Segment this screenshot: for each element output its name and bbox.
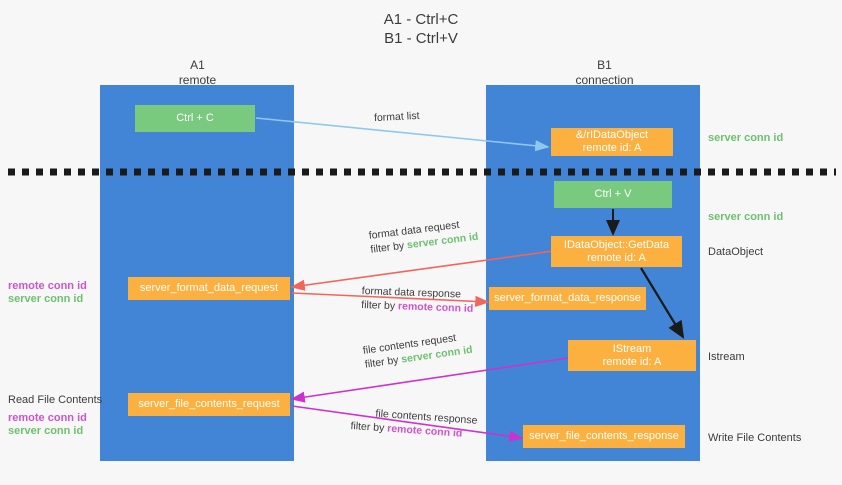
- filter-prefix: filter by: [350, 419, 388, 435]
- flow-label-format-data-response: format data response filter by remote co…: [361, 284, 474, 316]
- arrow-file-contents-response: [291, 405, 524, 442]
- box-ctrl-c[interactable]: Ctrl + C: [135, 105, 255, 132]
- arrow-format-data-request: [290, 250, 554, 291]
- caption-write-file-contents: Write File Contents: [708, 432, 802, 444]
- flow-label-format-list: format list: [374, 109, 420, 125]
- arrow-format-list: [255, 117, 550, 152]
- box-ctrl-v[interactable]: Ctrl + V: [554, 181, 672, 208]
- caption-dataobject: DataObject: [708, 246, 764, 258]
- box-idataobject-getdata[interactable]: IDataObject::GetData remote id: A: [551, 236, 682, 267]
- caption-server-conn-id-2: server conn id: [8, 425, 84, 437]
- box-server-format-data-request[interactable]: server_format_data_request: [128, 277, 290, 300]
- page-title: A1 - Ctrl+C B1 - Ctrl+V: [0, 10, 842, 48]
- caption-read-file-contents: Read File Contents: [8, 394, 103, 406]
- caption-remote-conn-id-2: remote conn id: [8, 412, 87, 424]
- column-header-right: B1 connection: [527, 58, 682, 88]
- column-left-name: A1: [190, 58, 205, 72]
- caption-server-conn-id-top: server conn id: [708, 132, 784, 144]
- title-line-1: A1 - Ctrl+C: [383, 11, 459, 28]
- box-server-file-contents-response[interactable]: server_file_contents_response: [523, 425, 685, 448]
- column-header-left: A1 remote: [120, 58, 275, 88]
- title-line-2: B1 - Ctrl+V: [384, 30, 458, 47]
- filter-value-remote-conn-id: remote conn id: [397, 300, 474, 315]
- box-ctrl-c-label: Ctrl + C: [176, 112, 214, 124]
- box-server-format-data-response[interactable]: server_format_data_response: [489, 287, 646, 310]
- box-istream[interactable]: IStream remote id: A: [568, 340, 696, 371]
- caption-istream: Istream: [708, 351, 745, 363]
- box-idataobject-getdata-label: IDataObject::GetData remote id: A: [563, 238, 670, 264]
- arrow-file-contents-request: [290, 357, 569, 403]
- box-idataobject[interactable]: &/rIDataObject remote id: A: [551, 128, 673, 156]
- arrow-format-data-response: [291, 292, 490, 308]
- box-server-file-contents-response-label: server_file_contents_response: [529, 430, 679, 442]
- box-istream-label: IStream remote id: A: [602, 342, 662, 368]
- caption-remote-conn-id-1: remote conn id: [8, 280, 87, 292]
- box-server-file-contents-request-label: server_file_contents_request: [138, 398, 280, 410]
- arrow-getdata-to-istream: [640, 267, 685, 339]
- box-server-file-contents-request[interactable]: server_file_contents_request: [128, 393, 290, 416]
- caption-server-conn-id-1: server conn id: [8, 293, 84, 305]
- box-idataobject-label: &/rIDataObject remote id: A: [575, 129, 649, 154]
- box-server-format-data-response-label: server_format_data_response: [494, 292, 641, 304]
- column-right-role: connection: [575, 73, 634, 87]
- column-left-role: remote: [178, 73, 217, 87]
- column-right-name: B1: [597, 58, 612, 72]
- flow-format-list-text: format list: [373, 109, 420, 125]
- caption-server-conn-id-mid: server conn id: [708, 211, 784, 223]
- filter-prefix: filter by: [361, 298, 399, 313]
- box-server-format-data-request-label: server_format_data_request: [139, 282, 279, 294]
- box-ctrl-v-label: Ctrl + V: [594, 188, 632, 200]
